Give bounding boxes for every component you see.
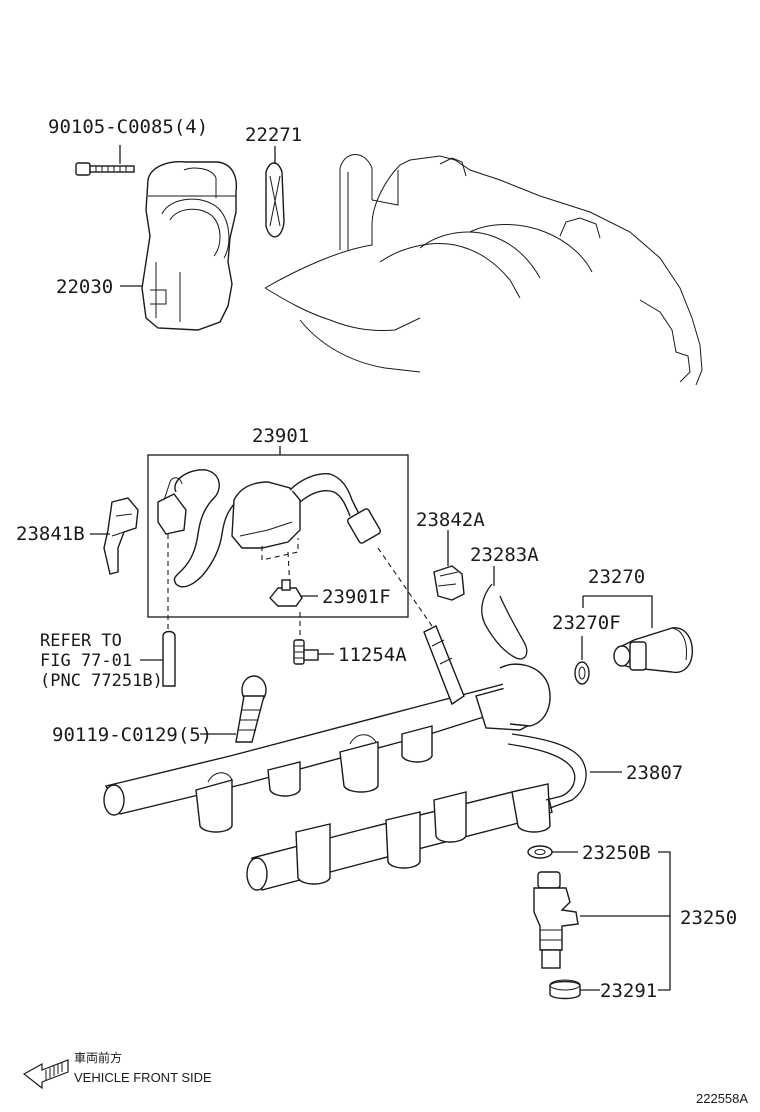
regulator-oring-23270f xyxy=(574,661,590,685)
label-rail-bolt: 90119-C0129(5) xyxy=(52,724,212,746)
label-insulator: 23250B xyxy=(582,842,651,864)
throttle-body xyxy=(141,161,238,331)
label-gasket: 22271 xyxy=(245,124,302,146)
insulator-23250b xyxy=(527,845,553,859)
label-bracket: 23842A xyxy=(416,509,485,531)
valve-23901f xyxy=(269,579,303,607)
label-clip: 23841B xyxy=(16,523,85,545)
clip-23841b xyxy=(103,497,139,575)
direction-label-en: VEHICLE FRONT SIDE xyxy=(74,1070,212,1085)
vehicle-front-arrow-icon xyxy=(22,1059,69,1090)
vacuum-hose-assy xyxy=(157,469,381,588)
label-refer-line3: (PNC 77251B) xyxy=(40,671,163,691)
throttle-gasket xyxy=(265,162,285,238)
label-injector: 23250 xyxy=(680,907,737,929)
bracket-23842a xyxy=(433,565,465,601)
injector-23250 xyxy=(533,871,579,969)
figure-code: 222558A xyxy=(696,1091,748,1106)
label-refer-line1: REFER TO xyxy=(40,631,122,651)
refer-pipe-stub xyxy=(162,630,176,687)
label-union-bolt: 11254A xyxy=(338,644,407,666)
direction-label-jp: 車両前方 xyxy=(74,1050,122,1065)
label-refer-line2: FIG 77-01 xyxy=(40,651,132,671)
rail-bolt-90119 xyxy=(235,675,267,743)
wire-23283a xyxy=(481,583,528,660)
fuel-rail-upper xyxy=(103,663,551,833)
label-cushion: 23291 xyxy=(600,980,657,1002)
cushion-23291 xyxy=(549,979,581,1000)
label-wire: 23283A xyxy=(470,544,539,566)
fuel-rail-lower xyxy=(246,783,553,891)
intake-manifold-outline xyxy=(264,154,703,386)
label-regulator-oring: 23270F xyxy=(552,612,621,634)
fuel-delivery-pipe-23807 xyxy=(507,733,587,809)
label-vacuum-hose-assy: 23901 xyxy=(252,425,309,447)
label-pressure-regulator: 23270 xyxy=(588,566,645,588)
union-bolt-11254a xyxy=(293,639,319,665)
hose-assy-callout-box xyxy=(147,454,409,618)
label-valve: 23901F xyxy=(322,586,391,608)
label-fuel-pipe: 23807 xyxy=(626,762,683,784)
fuel-inlet-pipe xyxy=(423,625,465,706)
label-throttle-body: 22030 xyxy=(56,276,113,298)
throttle-body-bolt xyxy=(75,162,135,176)
pressure-regulator-23270 xyxy=(613,627,693,674)
label-bolt-throttle: 90105-C0085(4) xyxy=(48,116,208,138)
